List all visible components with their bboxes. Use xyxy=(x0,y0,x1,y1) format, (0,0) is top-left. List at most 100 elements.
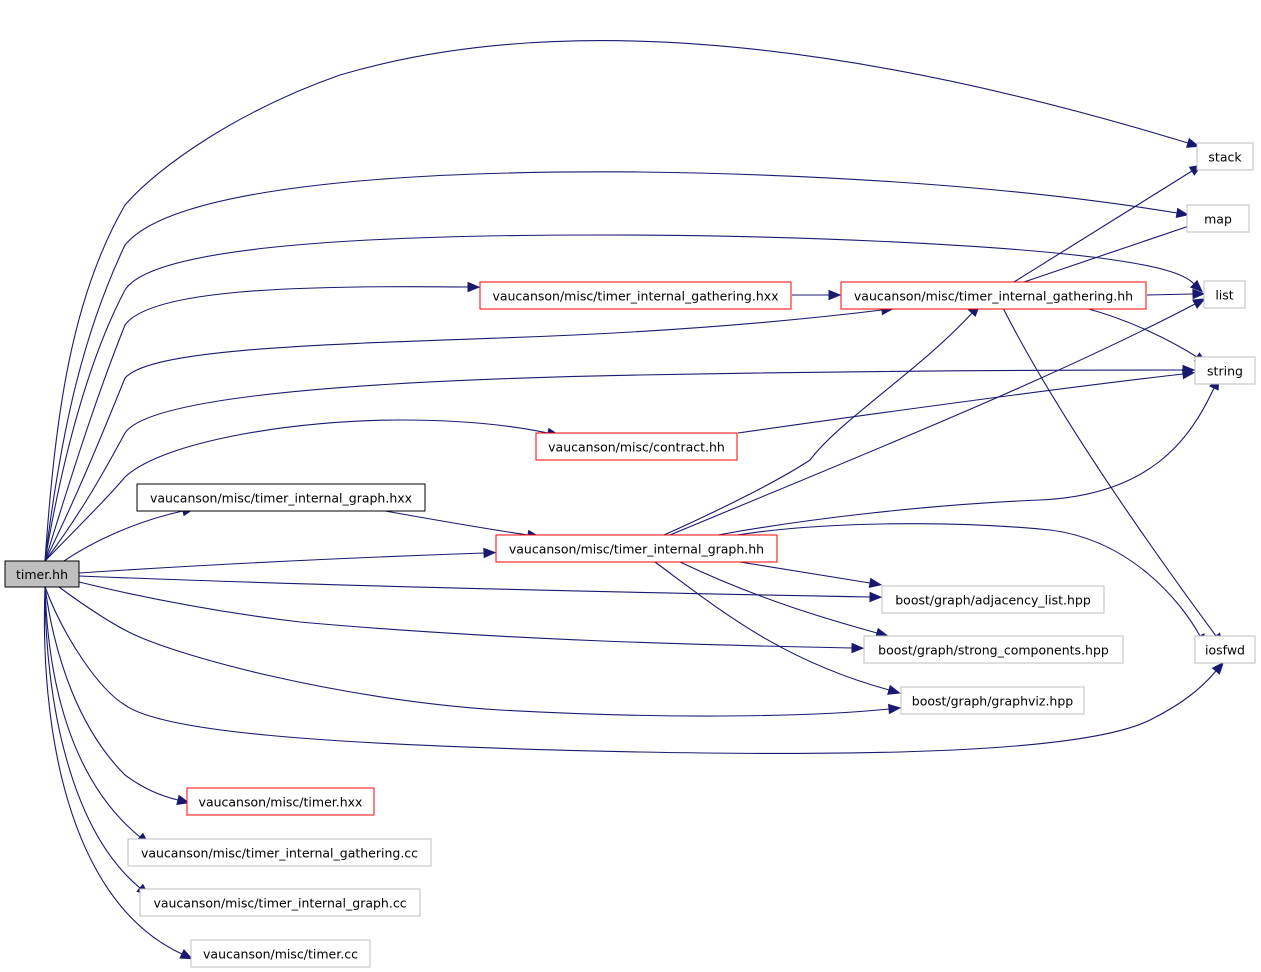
edge-timer-hh-to-list xyxy=(44,234,1203,562)
edge-line xyxy=(44,419,549,562)
node-iosfwd: iosfwd xyxy=(1194,635,1256,664)
node-adjacency-list: boost/graph/adjacency_list.hpp xyxy=(881,585,1105,614)
arrowhead xyxy=(887,684,901,695)
node-stack: stack xyxy=(1196,142,1254,171)
node-gathering-cc: vaucanson/misc/timer_internal_gathering.… xyxy=(127,838,432,867)
arrowhead xyxy=(483,547,497,559)
edge-line xyxy=(44,586,1217,755)
arrowhead xyxy=(851,642,865,654)
node-timer-hh[interactable]: timer.hh xyxy=(4,560,80,588)
node-label: vaucanson/misc/contract.hh xyxy=(548,440,725,455)
edge-line xyxy=(654,561,890,691)
edge-line xyxy=(1023,224,1193,283)
edge-line xyxy=(1013,170,1193,283)
node-list: list xyxy=(1203,280,1246,309)
arrowhead xyxy=(1175,207,1190,219)
edge-line xyxy=(663,312,973,536)
edge-line xyxy=(44,586,141,889)
node-box xyxy=(127,838,432,867)
edge-line xyxy=(736,523,1201,637)
edge-line xyxy=(739,561,871,584)
edge-gathering-hh-to-stack xyxy=(1013,164,1203,283)
edge-timer-hh-to-timer-hxx xyxy=(44,586,190,806)
edge-line xyxy=(669,303,1196,536)
edge-line xyxy=(78,575,871,598)
node-label: vaucanson/misc/timer_internal_gathering.… xyxy=(141,846,418,861)
edge-gathering-hxx-to-gathering-hh xyxy=(792,289,842,301)
node-box xyxy=(535,432,738,461)
edge-graph-hh-to-iosfwd xyxy=(736,523,1207,647)
node-label: vaucanson/misc/timer_internal_gathering.… xyxy=(492,289,778,304)
edge-line xyxy=(737,373,1184,434)
node-box xyxy=(479,281,792,310)
edge-line xyxy=(44,369,1184,562)
edge-gathering-hh-to-string xyxy=(1084,307,1208,364)
node-box xyxy=(190,939,371,968)
node-box xyxy=(1196,142,1254,171)
edge-line xyxy=(717,387,1215,536)
node-graphviz: boost/graph/graphviz.hpp xyxy=(900,686,1085,715)
node-label: vaucanson/misc/timer.hxx xyxy=(199,795,363,810)
edge-timer-hh-to-graph-hh xyxy=(78,547,497,574)
edge-timer-hh-to-stack xyxy=(44,40,1200,562)
node-gathering-hh[interactable]: vaucanson/misc/timer_internal_gathering.… xyxy=(840,281,1147,310)
node-label: boost/graph/strong_components.hpp xyxy=(878,643,1109,658)
node-box xyxy=(1203,280,1246,309)
edge-graph-hh-to-adjacency-list xyxy=(739,561,883,589)
node-label: string xyxy=(1207,364,1243,379)
node-label: list xyxy=(1215,288,1233,303)
node-box xyxy=(495,534,778,563)
arrowhead xyxy=(888,703,902,715)
edge-timer-hh-to-strong-components xyxy=(78,581,865,654)
arrowhead xyxy=(1181,368,1196,380)
edge-line xyxy=(44,586,141,838)
edge-gathering-hh-to-list xyxy=(1146,288,1206,300)
edge-timer-hh-to-timer-cc xyxy=(43,586,194,960)
edge-graph-hh-to-gathering-hh xyxy=(663,303,981,536)
edge-timer-hh-to-map xyxy=(44,171,1190,562)
edge-graph-hh-to-list xyxy=(669,298,1206,536)
node-timer-cc: vaucanson/misc/timer.cc xyxy=(190,939,371,968)
edge-line xyxy=(43,586,183,955)
node-label: vaucanson/misc/timer_internal_graph.hxx xyxy=(150,491,412,506)
arrowhead xyxy=(1192,288,1206,300)
edge-line xyxy=(44,586,179,801)
node-timer-hxx[interactable]: vaucanson/misc/timer.hxx xyxy=(186,787,375,816)
node-string: string xyxy=(1194,356,1256,385)
edge-graph-hh-to-strong-components xyxy=(679,561,889,638)
node-box xyxy=(900,686,1085,715)
node-box xyxy=(1194,635,1256,664)
node-box xyxy=(136,483,426,512)
edge-line xyxy=(78,552,485,574)
node-strong-components: boost/graph/strong_components.hpp xyxy=(863,635,1124,664)
arrowhead xyxy=(869,591,883,603)
edge-timer-hh-to-string xyxy=(44,364,1196,562)
node-box xyxy=(840,281,1147,310)
node-box xyxy=(139,888,421,917)
edge-line xyxy=(44,40,1189,562)
node-box xyxy=(1186,204,1250,233)
node-label: stack xyxy=(1208,150,1242,165)
edge-line xyxy=(78,581,853,649)
arrowhead xyxy=(1211,661,1225,675)
edge-timer-hh-to-gathering-hxx xyxy=(44,281,481,562)
node-contract-hh[interactable]: vaucanson/misc/contract.hh xyxy=(535,432,738,461)
edge-timer-hh-to-adjacency-list xyxy=(78,575,883,603)
node-label: boost/graph/adjacency_list.hpp xyxy=(895,593,1091,608)
edge-timer-hh-to-gathering-hh xyxy=(44,304,895,562)
arrowhead xyxy=(1192,298,1206,309)
arrowhead xyxy=(868,577,883,589)
node-graph-hh[interactable]: vaucanson/misc/timer_internal_graph.hh xyxy=(495,534,778,563)
edge-contract-hh-to-string xyxy=(737,368,1196,434)
node-label: vaucanson/misc/timer_internal_gathering.… xyxy=(854,289,1133,304)
edge-line xyxy=(44,309,883,562)
edge-line xyxy=(44,286,469,562)
node-graph-hxx[interactable]: vaucanson/misc/timer_internal_graph.hxx xyxy=(136,483,426,512)
node-label: vaucanson/misc/timer_internal_graph.hh xyxy=(509,542,764,557)
edge-timer-hh-to-graph-hxx xyxy=(63,505,196,562)
arrowhead xyxy=(176,794,190,806)
edge-line xyxy=(44,171,1178,562)
node-box xyxy=(1194,356,1256,385)
node-gathering-hxx[interactable]: vaucanson/misc/timer_internal_gathering.… xyxy=(479,281,792,310)
node-label: map xyxy=(1204,212,1232,227)
